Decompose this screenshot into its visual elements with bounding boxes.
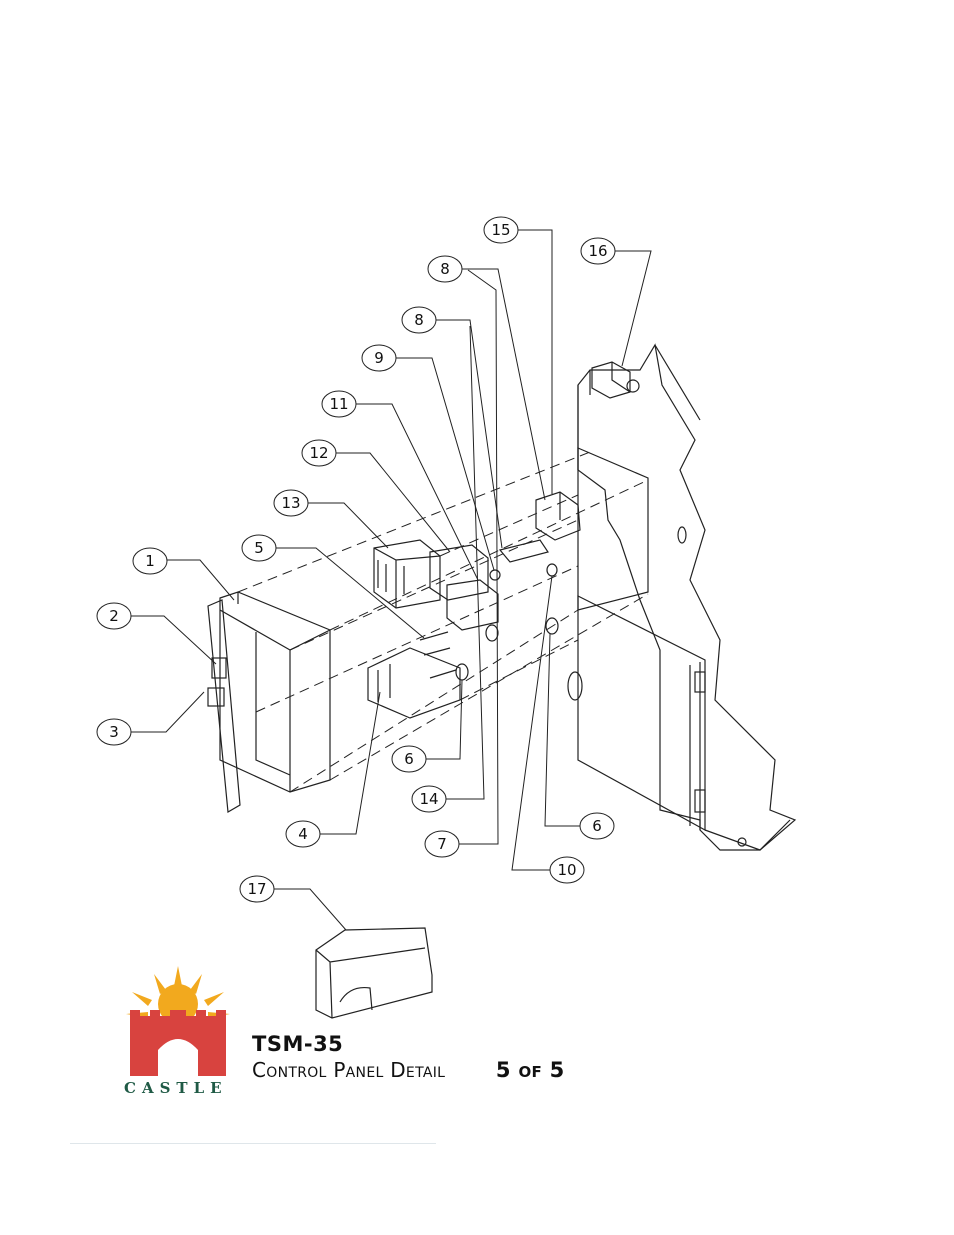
svg-text:11: 11	[329, 395, 348, 413]
svg-text:8: 8	[414, 311, 424, 329]
relay-12	[430, 545, 488, 600]
svg-text:3: 3	[109, 723, 119, 741]
foot-pedal-17	[316, 928, 432, 1018]
contactor-11	[447, 580, 498, 630]
callout-5: 5	[242, 535, 424, 638]
svg-text:8: 8	[440, 260, 450, 278]
callout-2: 2	[97, 603, 216, 664]
subtitle-row: Control Panel Detail 5 of 5	[252, 1058, 565, 1082]
svg-text:4: 4	[298, 825, 308, 843]
svg-text:5: 5	[254, 539, 264, 557]
callout-7: 7	[425, 270, 498, 857]
svg-text:12: 12	[309, 444, 328, 462]
callout-17: 17	[240, 876, 346, 930]
callout-15: 15	[484, 217, 552, 494]
svg-text:6: 6	[592, 817, 602, 835]
callout-11: 11	[322, 391, 478, 580]
svg-text:1: 1	[145, 552, 155, 570]
callout-8a: 8	[428, 256, 545, 500]
callout-1: 1	[133, 548, 234, 600]
callout-4: 4	[286, 692, 380, 847]
svg-text:2: 2	[109, 607, 119, 625]
castle-wordmark: CASTLE	[124, 1079, 228, 1097]
fitting-14	[486, 625, 498, 641]
callout-6b: 6	[545, 634, 614, 839]
drawing-subtitle: Control Panel Detail	[252, 1058, 445, 1082]
terminal-block-5	[420, 632, 456, 678]
callout-16: 16	[581, 238, 651, 366]
part-16	[592, 362, 630, 398]
title-block: TSM-35 Control Panel Detail 5 of 5	[252, 1032, 565, 1082]
svg-text:9: 9	[374, 349, 384, 367]
svg-text:13: 13	[281, 494, 300, 512]
relay-8	[500, 540, 548, 562]
access-door	[578, 596, 705, 830]
machine-frame-edge	[578, 345, 700, 470]
svg-text:15: 15	[491, 221, 510, 239]
fitting-10	[547, 564, 557, 576]
page-indicator: 5 of 5	[496, 1058, 565, 1082]
svg-text:6: 6	[404, 750, 414, 768]
model-number: TSM-35	[252, 1032, 565, 1056]
door-latch	[568, 672, 582, 700]
svg-text:16: 16	[588, 242, 607, 260]
svg-text:14: 14	[419, 790, 438, 808]
switch-assembly-15	[536, 492, 580, 540]
fitting-6	[456, 664, 468, 680]
machine-frame	[578, 345, 795, 850]
callout-14: 14	[412, 326, 484, 812]
callout-3: 3	[97, 692, 204, 745]
circuit-board-4	[368, 648, 460, 718]
svg-text:10: 10	[557, 861, 576, 879]
footer-rule	[70, 1143, 436, 1144]
tower-icon	[130, 1010, 226, 1076]
svg-text:7: 7	[437, 835, 447, 853]
frame-slot	[678, 527, 686, 543]
callout-6a: 6	[392, 680, 462, 772]
part-9	[490, 570, 500, 580]
callout-13: 13	[274, 490, 388, 548]
svg-text:17: 17	[247, 880, 266, 898]
